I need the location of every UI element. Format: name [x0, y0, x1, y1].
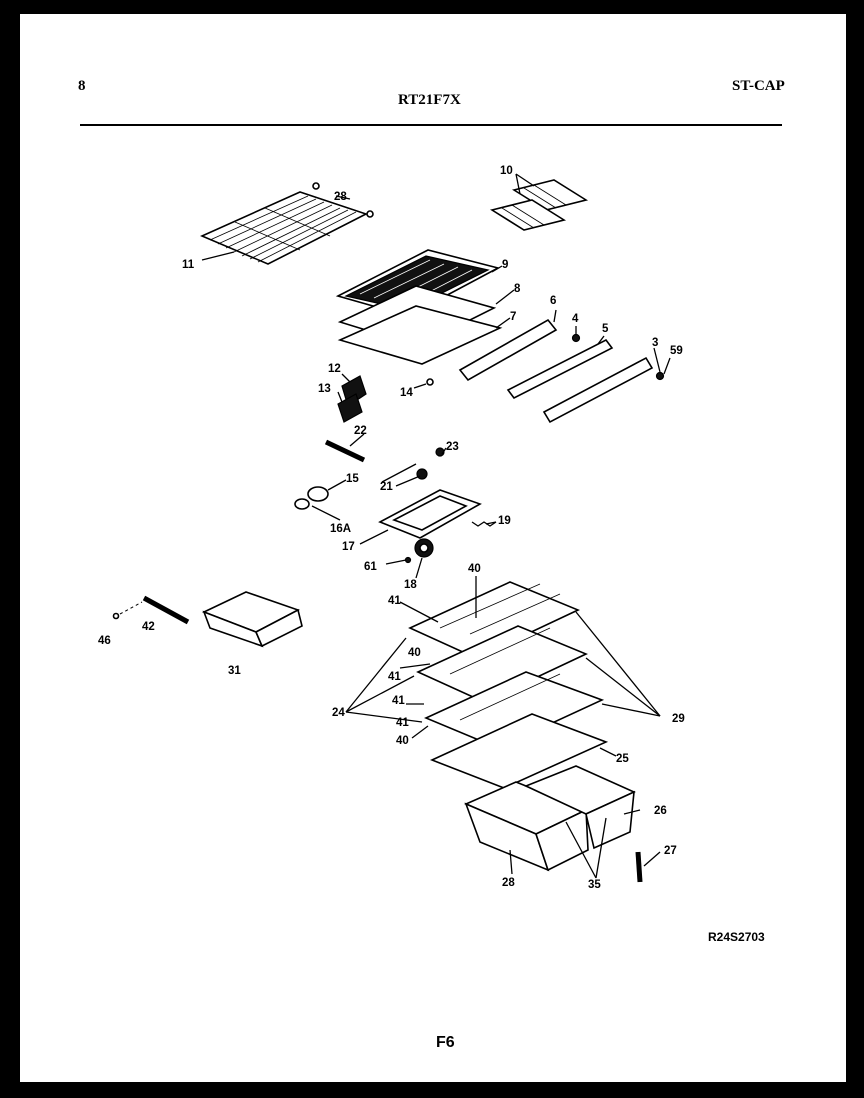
parts-sheet: 8 RT21F7X ST-CAP — [20, 14, 846, 1082]
lamp-part — [307, 486, 329, 502]
callout-13: 13 — [318, 383, 331, 395]
callout-21: 21 — [380, 481, 393, 493]
callout-28-crisper: 28 — [502, 877, 515, 889]
leader-lines — [201, 173, 671, 879]
callout-17: 17 — [342, 541, 355, 553]
glass-shelf-bottom-part — [424, 671, 605, 749]
callout-23: 23 — [446, 441, 459, 453]
wire-shelf-part — [200, 182, 374, 265]
callout-19: 19 — [498, 515, 511, 527]
callout-40-top: 40 — [468, 563, 481, 575]
rail-part — [458, 318, 558, 382]
tube-part — [324, 439, 366, 463]
support-bar-part — [542, 356, 654, 424]
drawing-reference: R24S2703 — [708, 930, 765, 944]
callout-41-top: 41 — [388, 595, 401, 607]
shelf-pan-part — [337, 305, 503, 365]
callout-8: 8 — [514, 283, 521, 295]
crisper-cover-part — [429, 713, 609, 789]
callout-26: 26 — [654, 805, 667, 817]
figure-label: F6 — [436, 1034, 455, 1051]
callout-41-upper: 41 — [388, 671, 401, 683]
freezer-pan-part — [201, 591, 303, 648]
glass-shelf-middle-part — [416, 625, 588, 703]
callout-5: 5 — [602, 323, 609, 335]
callout-24: 24 — [332, 707, 345, 719]
callout-6: 6 — [550, 295, 556, 307]
callout-labels: 10 28 11 9 8 7 6 4 5 3 59 12 13 14 22 23… — [98, 165, 685, 891]
crisper-right-part — [523, 765, 636, 850]
callout-12: 12 — [328, 363, 341, 375]
pin-part — [635, 851, 643, 883]
page-number: 8 — [78, 78, 86, 94]
callout-9: 9 — [502, 259, 508, 271]
callout-25: 25 — [616, 753, 629, 765]
catalog-code: ST-CAP — [732, 78, 785, 94]
callout-31: 31 — [228, 665, 241, 677]
callout-11: 11 — [182, 259, 195, 271]
callout-22: 22 — [354, 425, 367, 437]
callout-27: 27 — [664, 845, 677, 857]
callout-14: 14 — [400, 387, 413, 399]
callout-40-low: 40 — [396, 735, 409, 747]
callout-41-low: 41 — [396, 717, 409, 729]
callout-35: 35 — [588, 879, 601, 891]
callout-59: 59 — [670, 345, 683, 357]
callout-41-mid: 41 — [392, 695, 405, 707]
model-number: RT21F7X — [398, 92, 461, 108]
callout-28: 28 — [334, 191, 347, 203]
callout-16A: 16A — [330, 523, 351, 535]
callout-61: 61 — [364, 561, 377, 573]
callout-4: 4 — [572, 313, 579, 325]
callout-40-mid: 40 — [408, 647, 421, 659]
callout-42: 42 — [142, 621, 155, 633]
header-rule — [80, 124, 782, 126]
callout-46: 46 — [98, 635, 111, 647]
callout-7: 7 — [510, 311, 516, 323]
glass-shelf-top-part — [408, 581, 580, 659]
callout-29: 29 — [672, 713, 685, 725]
bracket-part — [142, 595, 190, 625]
callout-10: 10 — [500, 165, 513, 177]
callout-18: 18 — [404, 579, 417, 591]
exploded-parts-diagram: 10 28 11 9 8 7 6 4 5 3 59 12 13 14 22 23… — [98, 165, 685, 891]
callout-15: 15 — [346, 473, 359, 485]
callout-3: 3 — [652, 337, 658, 349]
ice-tray-part — [489, 179, 589, 231]
slide-rail-part — [506, 338, 614, 400]
